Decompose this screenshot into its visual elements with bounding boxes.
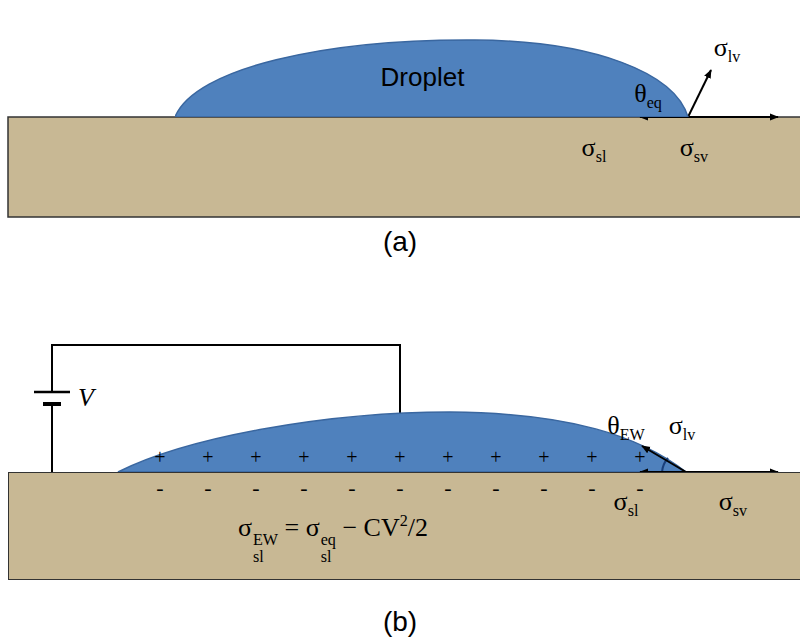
positive-charge: +	[538, 447, 549, 467]
negative-charge: -	[396, 477, 403, 499]
wire	[51, 404, 53, 472]
negative-charge: -	[540, 477, 547, 499]
positive-charge: +	[154, 447, 165, 467]
negative-charge: -	[492, 477, 499, 499]
panel-label: (b)	[383, 608, 417, 636]
panel-label: (a)	[383, 228, 417, 256]
force-arrow	[642, 446, 686, 472]
shape-label: Droplet	[381, 62, 465, 93]
equation: σEWsl = σeqsl − CV2/2	[238, 512, 428, 565]
positive-charge: +	[442, 447, 453, 467]
tension-label: σsl	[614, 489, 639, 519]
positive-charge: +	[298, 447, 309, 467]
negative-charge: -	[588, 477, 595, 499]
negative-charge: -	[348, 477, 355, 499]
tension-label: σlv	[669, 413, 696, 443]
negative-charge: -	[636, 477, 643, 499]
negative-charge: -	[156, 477, 163, 499]
angle-label: θEW	[607, 413, 645, 443]
tension-label: σsv	[680, 135, 708, 165]
positive-charge: +	[250, 447, 261, 467]
positive-charge: +	[346, 447, 357, 467]
voltage-label: V	[78, 385, 94, 411]
force-arrow	[688, 70, 711, 117]
substrate: σEWsl = σeqsl − CV2/2	[8, 472, 800, 580]
positive-charge: +	[394, 447, 405, 467]
positive-charge: +	[586, 447, 597, 467]
negative-charge: -	[300, 477, 307, 499]
positive-charge: +	[490, 447, 501, 467]
tension-label: σlv	[714, 35, 741, 65]
tension-label: σsv	[719, 489, 747, 519]
negative-charge: -	[444, 477, 451, 499]
negative-charge: -	[204, 477, 211, 499]
negative-charge: -	[252, 477, 259, 499]
battery-symbol	[43, 402, 61, 406]
angle-label: θeq	[634, 81, 662, 111]
droplet-outline	[175, 40, 688, 117]
droplet: Droplet	[175, 38, 690, 117]
force-arrow	[688, 116, 778, 118]
battery-symbol	[34, 391, 70, 394]
positive-charge: +	[202, 447, 213, 467]
substrate	[8, 117, 800, 217]
tension-label: σsl	[582, 135, 607, 165]
positive-charge: +	[634, 447, 645, 467]
droplet	[118, 412, 686, 472]
